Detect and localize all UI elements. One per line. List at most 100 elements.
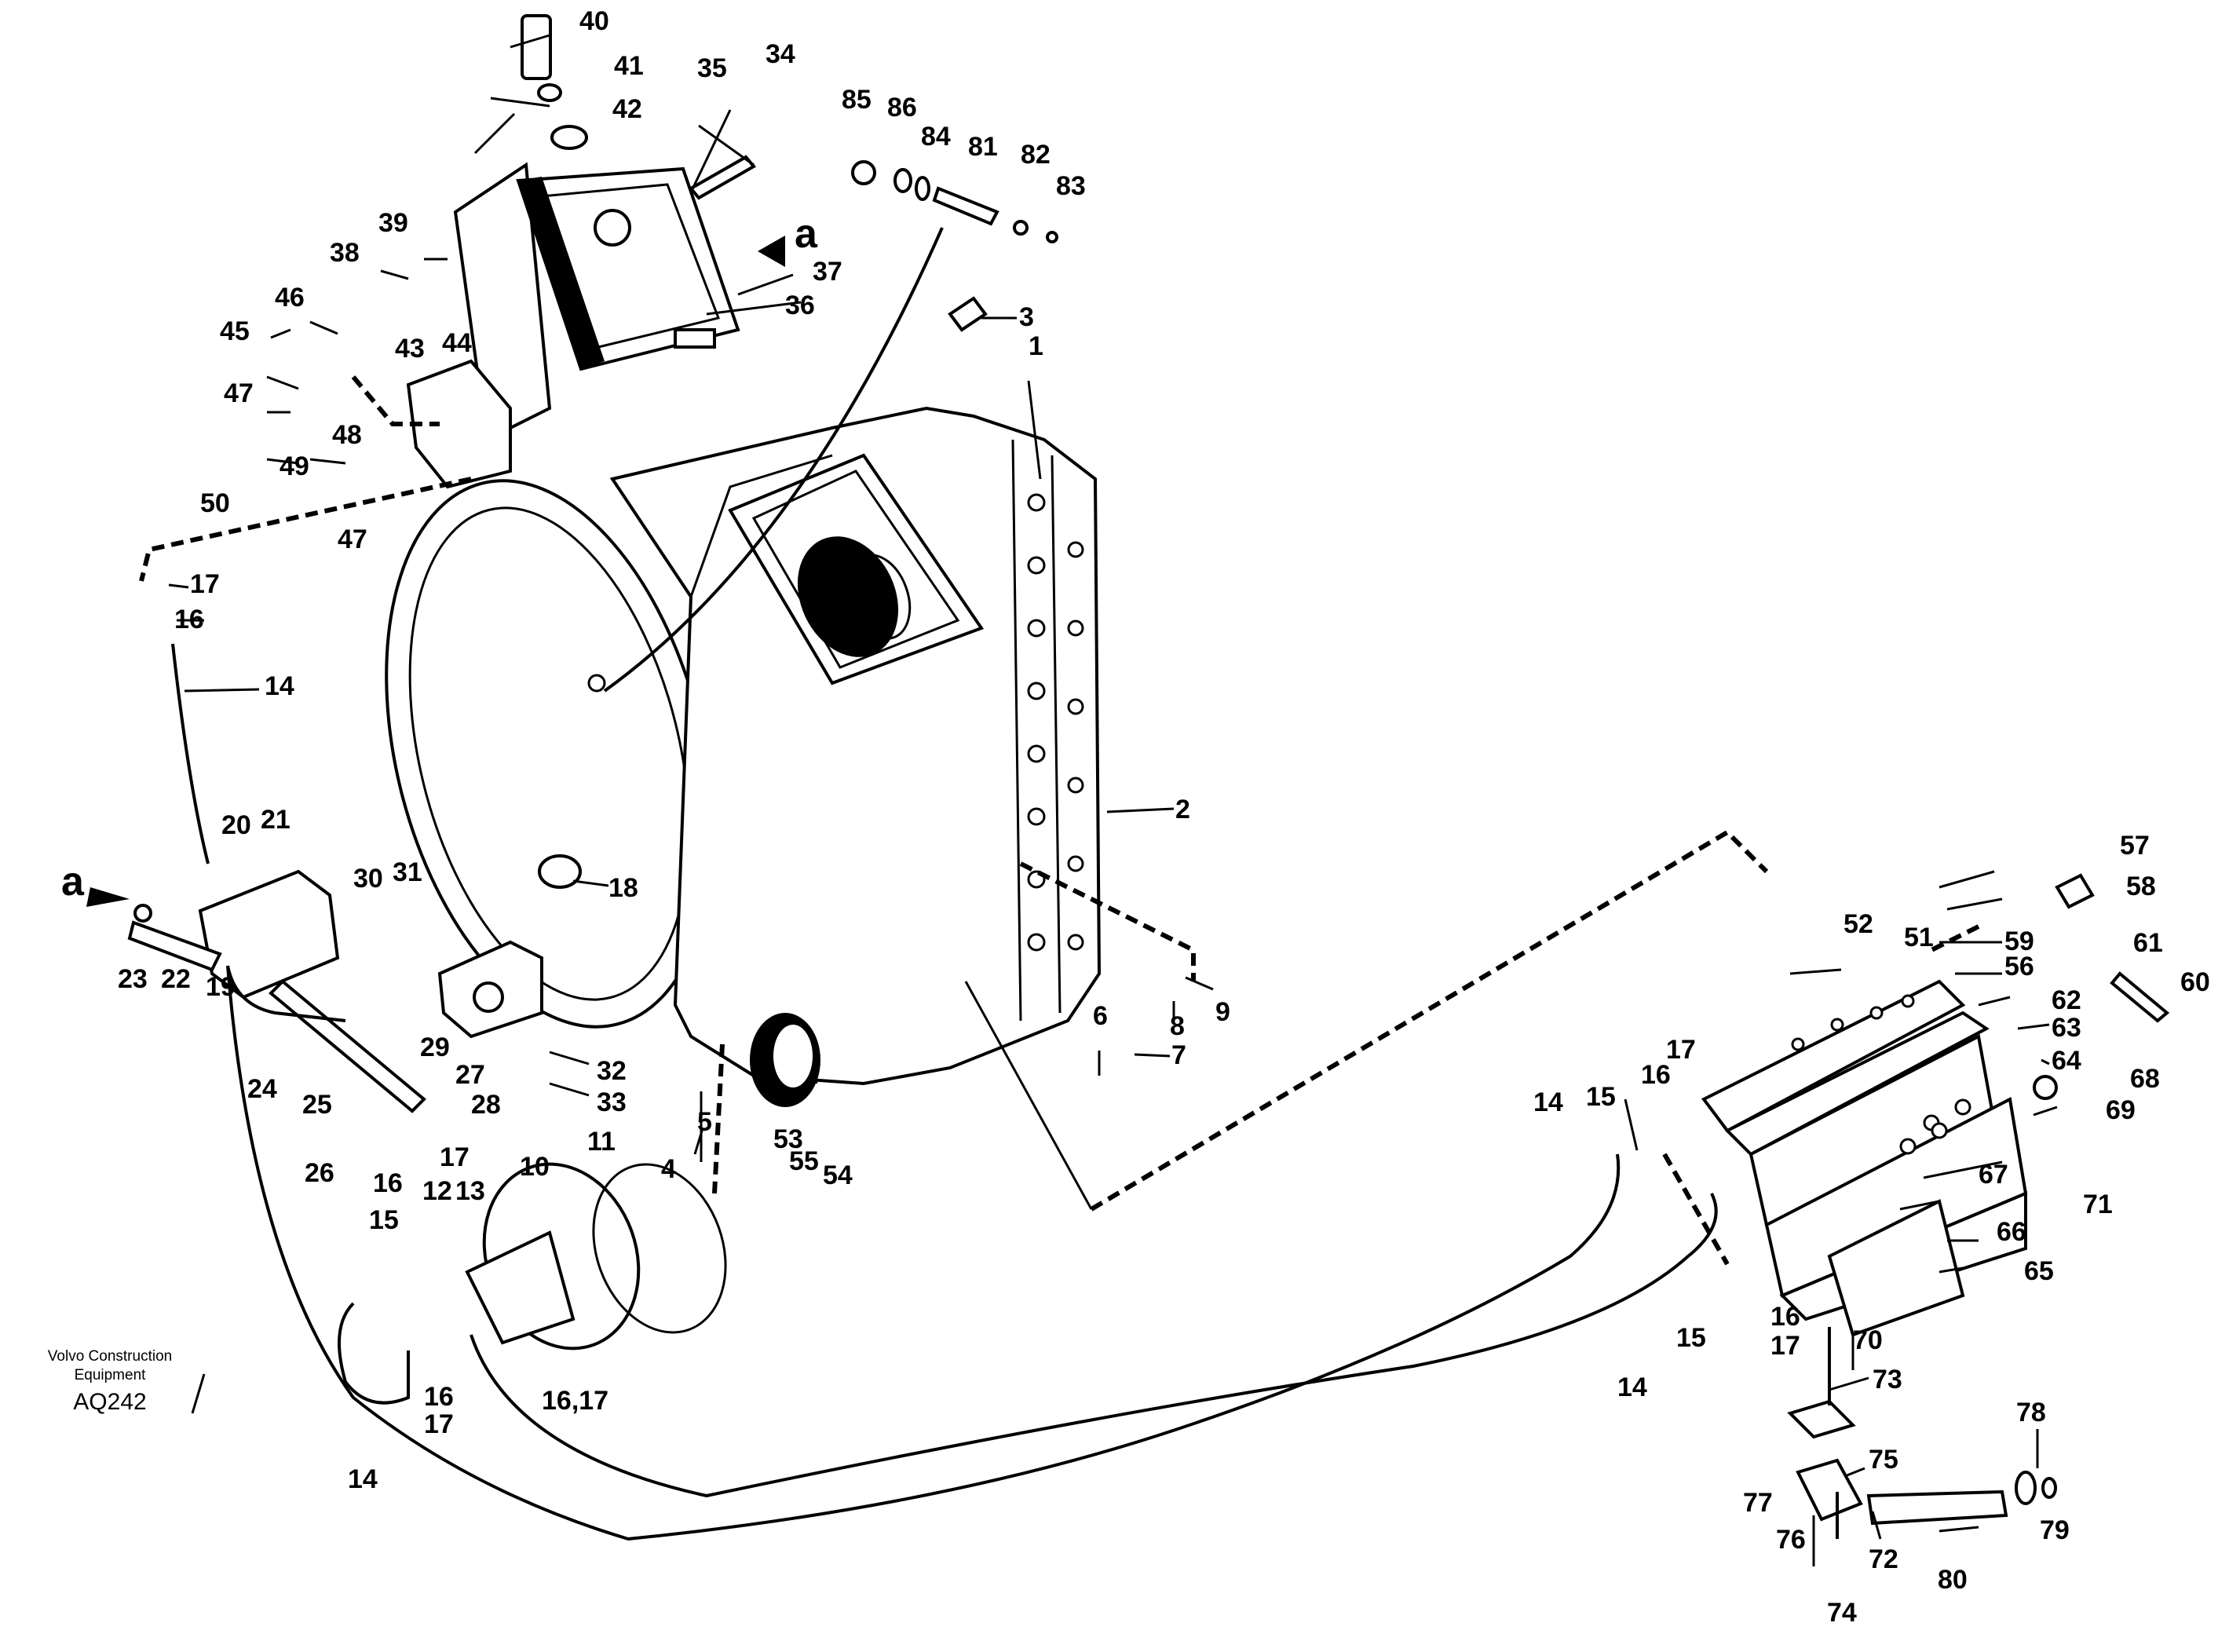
arrow-label-a-top: a — [795, 211, 818, 257]
callout-9: 9 — [1215, 997, 1230, 1027]
callout-30: 30 — [353, 864, 383, 894]
callout-44: 44 — [442, 328, 472, 358]
callout-59: 59 — [2004, 927, 2034, 956]
callout-16-a: 16 — [174, 605, 204, 634]
callout-16-e: 16 — [1770, 1302, 1800, 1332]
callout-24: 24 — [247, 1074, 277, 1104]
callout-73: 73 — [1873, 1365, 1902, 1394]
callout-17-c: 17 — [424, 1409, 454, 1439]
callout-47-a: 47 — [224, 378, 254, 408]
callout-86: 86 — [887, 93, 917, 122]
callout-67: 67 — [1979, 1160, 2008, 1190]
callout-51: 51 — [1904, 923, 1934, 952]
callout-66: 66 — [1997, 1217, 2026, 1247]
callout-7: 7 — [1171, 1040, 1186, 1070]
callout-40: 40 — [579, 6, 609, 36]
callout-55: 55 — [789, 1146, 819, 1176]
callout-14-a: 14 — [265, 671, 294, 701]
callout-65: 65 — [2024, 1256, 2054, 1286]
callout-71: 71 — [2083, 1190, 2113, 1219]
callout-3: 3 — [1019, 302, 1034, 332]
callout-34: 34 — [766, 39, 795, 69]
pump-assembly — [465, 1162, 727, 1350]
callout-15-a: 15 — [369, 1205, 399, 1235]
callout-45: 45 — [220, 316, 250, 346]
callout-16-c: 16 — [424, 1382, 454, 1412]
callout-81: 81 — [968, 132, 998, 162]
callout-74: 74 — [1827, 1598, 1857, 1628]
callout-17-a: 17 — [190, 569, 220, 599]
callout-68: 68 — [2130, 1064, 2160, 1094]
callout-72: 72 — [1869, 1544, 1898, 1574]
publisher-credit: Volvo Construction Equipment AQ242 — [48, 1348, 172, 1415]
callout-76: 76 — [1776, 1525, 1806, 1555]
callout-77: 77 — [1743, 1488, 1773, 1518]
right-valve-stack — [1701, 873, 2170, 1337]
callout-70: 70 — [1853, 1325, 1883, 1355]
callout-46: 46 — [275, 283, 305, 312]
callout-23: 23 — [118, 964, 148, 994]
callout-78: 78 — [2016, 1398, 2046, 1427]
callout-32: 32 — [597, 1056, 627, 1086]
callout-60: 60 — [2180, 967, 2210, 997]
elbow-assembly-72 — [1787, 1399, 2057, 1526]
left-valve-assembly — [127, 869, 543, 1113]
credit-code: AQ242 — [73, 1389, 146, 1415]
callout-64: 64 — [2052, 1046, 2081, 1076]
callout-25: 25 — [302, 1090, 332, 1120]
callout-75: 75 — [1869, 1445, 1898, 1475]
transmission-housing — [385, 406, 1102, 1107]
callout-39: 39 — [378, 208, 408, 238]
callout-31: 31 — [393, 857, 422, 887]
callout-49: 49 — [280, 451, 309, 481]
callout-52: 52 — [1843, 909, 1873, 939]
callout-84: 84 — [921, 122, 951, 152]
shaft-assembly-81 — [851, 160, 1058, 332]
callout-19: 19 — [206, 972, 236, 1002]
callout-17-d: 17 — [1666, 1035, 1696, 1065]
callout-1: 1 — [1029, 331, 1043, 361]
callout-17-b: 17 — [440, 1142, 470, 1172]
callout-38: 38 — [330, 238, 360, 268]
callout-10: 10 — [520, 1152, 550, 1182]
leader-lines — [168, 34, 2058, 1566]
callout-79: 79 — [2040, 1515, 2070, 1545]
credit-line-2: Equipment — [75, 1367, 147, 1383]
callout-37: 37 — [813, 257, 842, 287]
reference-arrow-left: a — [61, 859, 130, 907]
callout-11: 11 — [587, 1127, 616, 1157]
callout-4: 4 — [661, 1154, 676, 1184]
callout-33: 33 — [597, 1087, 627, 1117]
callout-20: 20 — [221, 810, 251, 840]
callout-41: 41 — [614, 51, 644, 81]
callout-54: 54 — [823, 1160, 853, 1190]
callout-42: 42 — [612, 94, 642, 124]
callout-28: 28 — [471, 1090, 501, 1120]
callout-14-d: 14 — [1617, 1372, 1647, 1402]
callout-14-b: 14 — [348, 1464, 378, 1494]
callout-56: 56 — [2004, 952, 2034, 981]
callout-6: 6 — [1093, 1001, 1108, 1031]
callout-69: 69 — [2106, 1095, 2136, 1125]
callout-13: 13 — [455, 1176, 485, 1206]
callout-48: 48 — [332, 420, 362, 450]
callout-83: 83 — [1056, 171, 1086, 201]
callout-21: 21 — [261, 805, 291, 835]
callout-47-b: 47 — [338, 524, 367, 554]
credit-line-1: Volvo Construction — [48, 1348, 172, 1365]
callout-16-b: 16 — [373, 1168, 403, 1198]
callout-50: 50 — [200, 488, 230, 518]
callout-17-e: 17 — [1770, 1331, 1800, 1361]
callout-labels: 1 2 3 4 5 6 7 8 9 10 11 12 13 14 14 14 1… — [118, 6, 2210, 1628]
callout-5: 5 — [697, 1107, 712, 1137]
callout-43: 43 — [395, 334, 425, 364]
callout-16-17: 16,17 — [542, 1386, 608, 1416]
callout-61: 61 — [2133, 928, 2163, 958]
callout-63: 63 — [2052, 1013, 2081, 1043]
callout-15-c: 15 — [1676, 1323, 1706, 1353]
callout-16-d: 16 — [1641, 1060, 1671, 1090]
callout-15-b: 15 — [1586, 1082, 1616, 1112]
callout-85: 85 — [842, 85, 872, 115]
callout-2: 2 — [1175, 795, 1190, 824]
